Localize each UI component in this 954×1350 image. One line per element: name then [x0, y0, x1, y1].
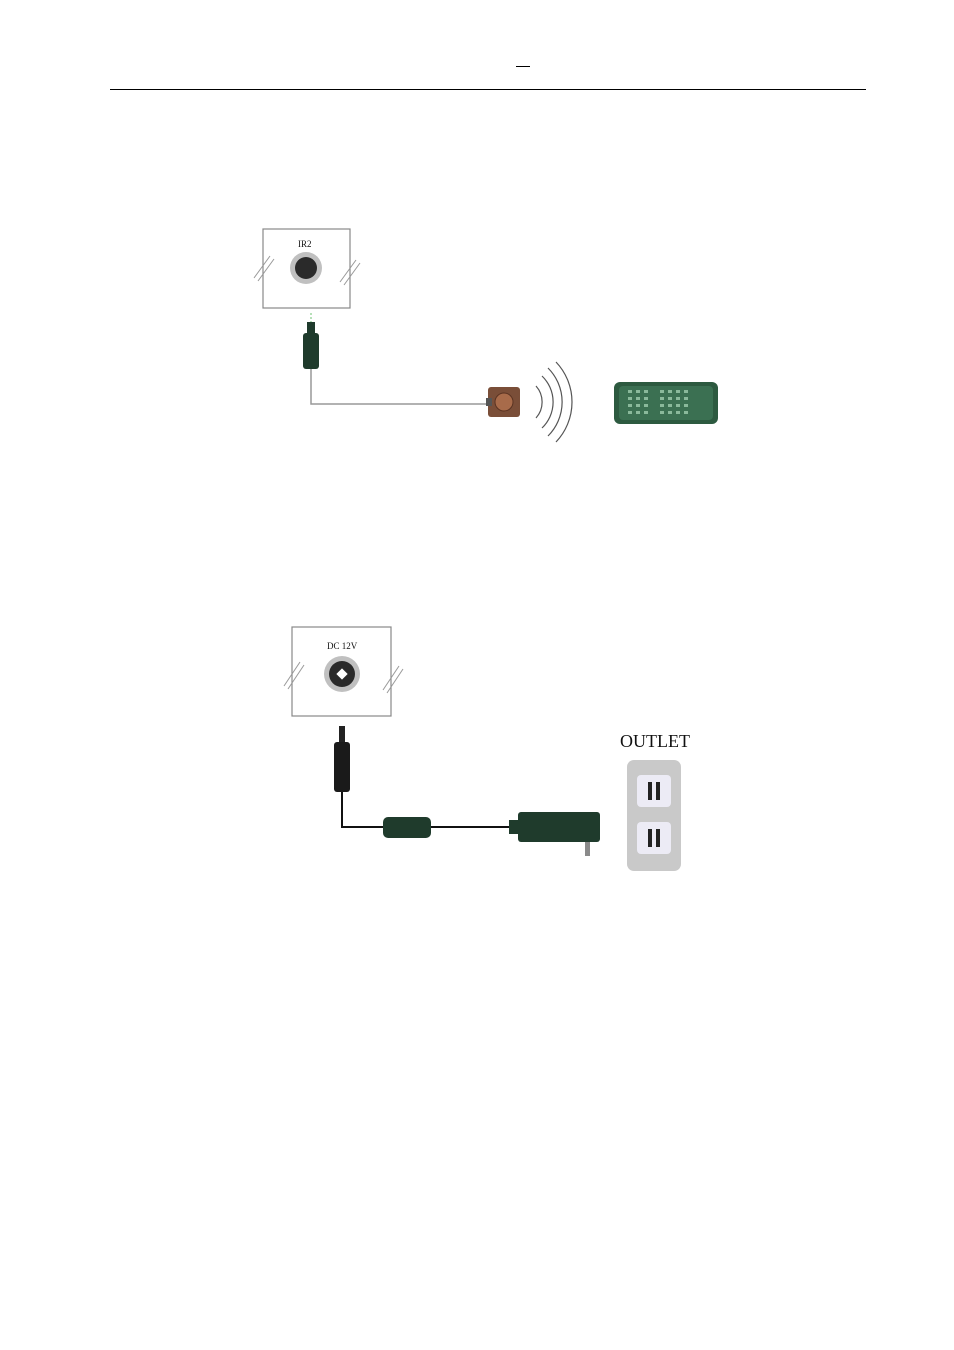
ir-receiver-eye-icon: [486, 387, 520, 417]
ir-diagram: IR2: [254, 229, 718, 442]
ferrite-core-icon: [383, 817, 431, 838]
ir-cable: [311, 369, 486, 404]
remote-control-icon: [614, 382, 718, 424]
power-diagram: DC 12V OUTLET: [284, 627, 690, 871]
ir-signal-waves-icon: [536, 362, 572, 442]
dc12v-port-panel: DC 12V: [284, 627, 403, 716]
outlet-label: OUTLET: [620, 731, 690, 751]
ir2-port-panel: IR2: [254, 229, 360, 308]
power-adapter-icon: [509, 812, 600, 856]
ir2-port-label: IR2: [298, 239, 312, 249]
wall-outlet-icon: [627, 760, 681, 871]
dc12v-port-label: DC 12V: [327, 641, 358, 651]
dc-plug-icon: [334, 726, 350, 792]
dc-cable: [342, 792, 383, 827]
ir-plug-icon: [303, 322, 319, 369]
